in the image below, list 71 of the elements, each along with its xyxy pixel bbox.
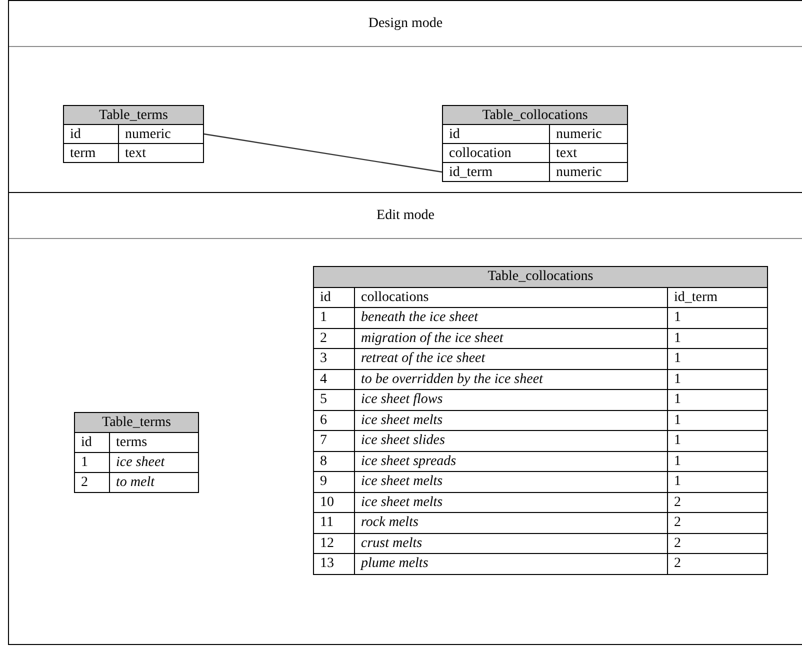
- table-title: Table_terms: [74, 412, 198, 432]
- database-table: [442, 105, 628, 182]
- table-title: Table_terms: [64, 106, 204, 124]
- table-cell: 8: [314, 451, 354, 472]
- table-cell: to be overridden by the ice sheet: [354, 369, 668, 390]
- table-cell: 1: [668, 308, 768, 328]
- table-cell: numeric: [118, 124, 204, 144]
- table-cell: 2: [668, 554, 768, 574]
- table-cell: ice sheet melts: [354, 472, 668, 492]
- section-panel: [8, 193, 802, 645]
- database-table: [63, 105, 204, 163]
- table-cell: 2: [668, 512, 768, 533]
- table-cell: rock melts: [354, 512, 668, 533]
- table-cell: 10: [314, 492, 354, 512]
- column-header: id: [314, 287, 354, 308]
- table-cell: crust melts: [354, 533, 668, 554]
- table-cell: 3: [314, 348, 354, 369]
- table-cell: 1: [668, 390, 768, 410]
- table-cell: ice sheet slides: [354, 430, 668, 451]
- table-cell: 12: [314, 533, 354, 554]
- table-cell: 1: [668, 369, 768, 390]
- table-cell: 1: [668, 348, 768, 369]
- table-cell: 1: [668, 451, 768, 472]
- section-title: Edit mode: [376, 208, 434, 224]
- table-title: Table_collocations: [442, 106, 628, 124]
- table-cell: term: [64, 144, 118, 162]
- table-cell: beneath the ice sheet: [354, 308, 668, 328]
- table-cell: 2: [74, 472, 110, 492]
- table-cell: 4: [314, 369, 354, 390]
- table-cell: 5: [314, 390, 354, 410]
- table-cell: 2: [314, 328, 354, 348]
- table-cell: ice sheet melts: [354, 492, 668, 512]
- column-header: terms: [110, 432, 198, 452]
- column-header: id: [74, 432, 110, 452]
- table-cell: ice sheet: [110, 452, 198, 472]
- column-header: collocations: [354, 287, 668, 308]
- table-cell: id_term: [442, 162, 550, 182]
- relationship-line: [204, 133, 442, 173]
- table-cell: ice sheet melts: [354, 410, 668, 430]
- column-header: id_term: [668, 287, 768, 308]
- table-cell: 1: [668, 430, 768, 451]
- table-cell: text: [550, 144, 628, 162]
- table-cell: 7: [314, 430, 354, 451]
- table-cell: id: [442, 124, 550, 144]
- table-cell: plume melts: [354, 554, 668, 574]
- table-cell: 11: [314, 512, 354, 533]
- table-cell: 9: [314, 472, 354, 492]
- table-cell: 1: [668, 472, 768, 492]
- table-cell: 6: [314, 410, 354, 430]
- database-table: [74, 412, 199, 493]
- section-panel: [8, 0, 802, 193]
- table-cell: 1: [74, 452, 110, 472]
- table-cell: id: [64, 124, 118, 144]
- table-cell: retreat of the ice sheet: [354, 348, 668, 369]
- table-cell: collocation: [442, 144, 550, 162]
- table-cell: ice sheet spreads: [354, 451, 668, 472]
- table-cell: numeric: [550, 124, 628, 144]
- table-cell: to melt: [110, 472, 198, 492]
- table-cell: numeric: [550, 162, 628, 182]
- table-cell: text: [118, 144, 204, 162]
- table-cell: 2: [668, 533, 768, 554]
- table-cell: migration of the ice sheet: [354, 328, 668, 348]
- database-table: [313, 266, 768, 574]
- section-title: Design mode: [368, 16, 443, 32]
- table-title: Table_collocations: [314, 266, 768, 287]
- table-cell: ice sheet flows: [354, 390, 668, 410]
- table-cell: 2: [668, 492, 768, 512]
- table-cell: 1: [314, 308, 354, 328]
- table-cell: 1: [668, 328, 768, 348]
- table-cell: 13: [314, 554, 354, 574]
- table-cell: 1: [668, 410, 768, 430]
